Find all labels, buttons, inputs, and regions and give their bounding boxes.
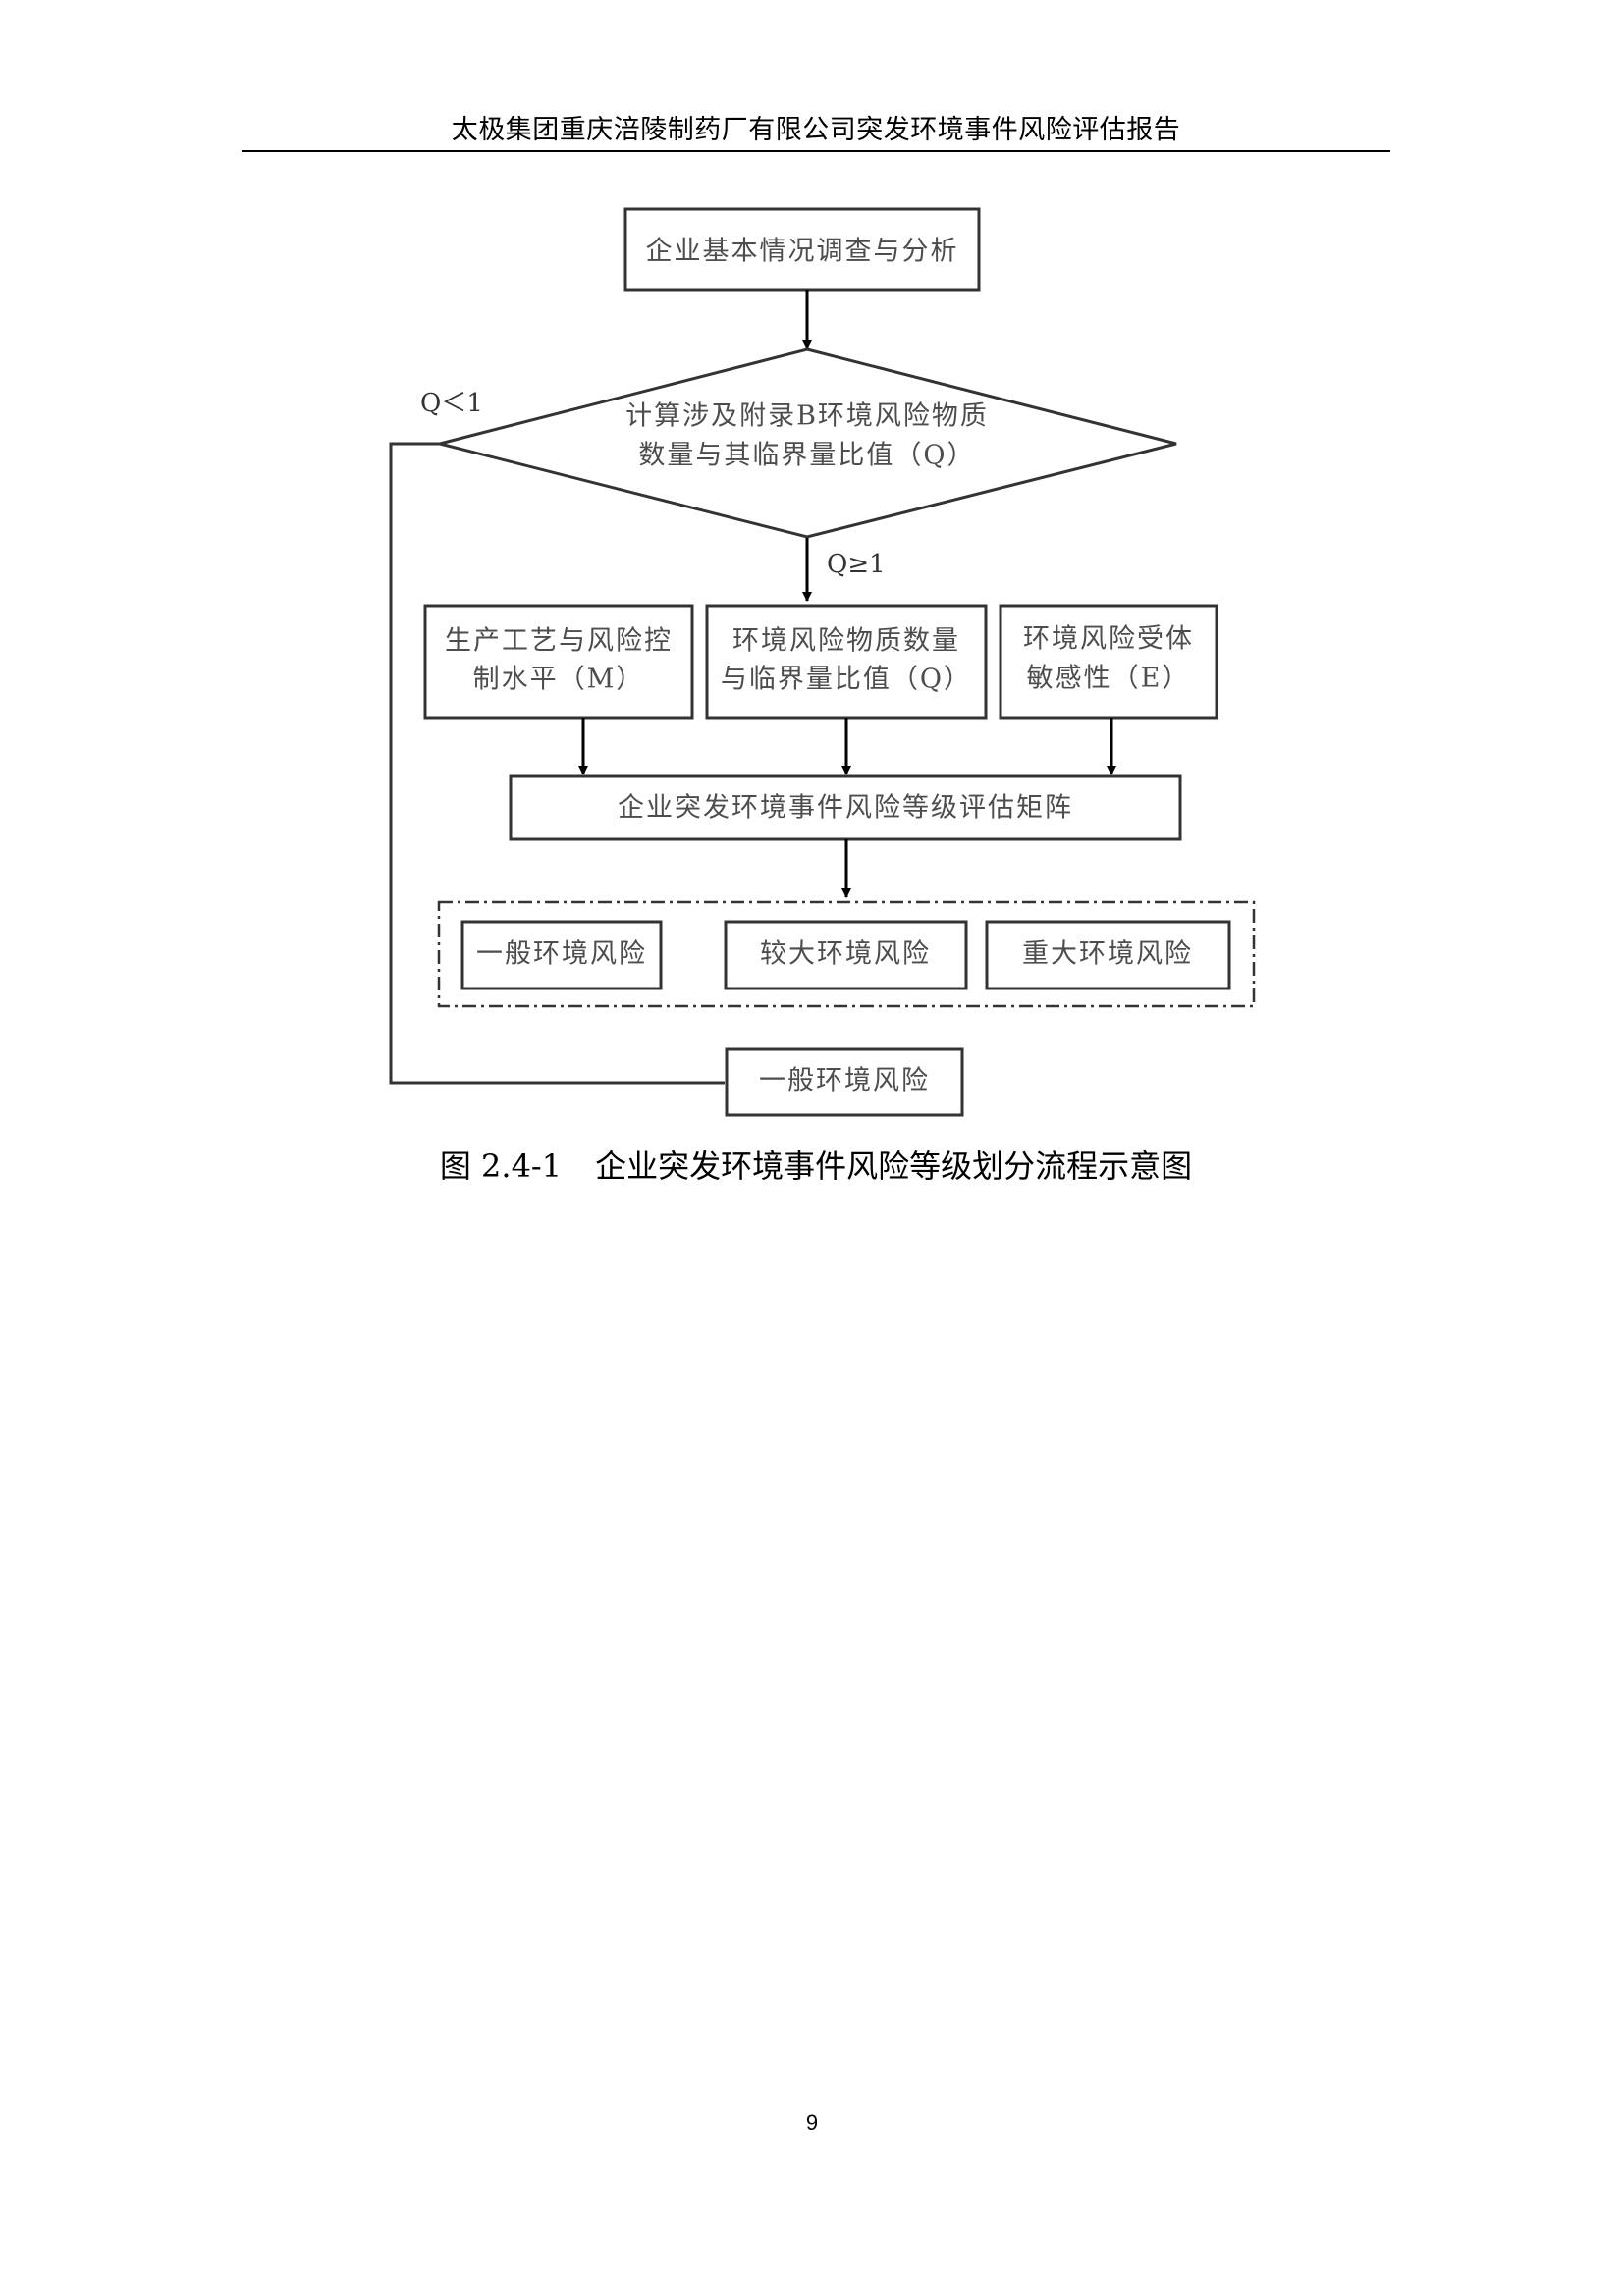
condition-q-less-than-1: Q＜1 <box>420 389 483 418</box>
decision-diamond <box>439 347 1177 539</box>
matrix-box-label: 企业突发环境事件风险等级评估矩阵 <box>618 793 1073 824</box>
figure-caption: 图 2.4-1 企业突发环境事件风险等级划分流程示意图 <box>242 1147 1390 1186</box>
bypass-path-line <box>389 442 725 1085</box>
risk-classification-flowchart: 企业基本情况调查与分析 计算涉及附录B环境风险物质 数量与其临界量比值（Q） Q… <box>389 207 1256 1117</box>
factor-box-q <box>705 604 988 720</box>
page-number: 9 <box>805 2110 819 2135</box>
factor-box-m <box>423 604 694 720</box>
decision-label-line1: 计算涉及附录B环境风险物质 <box>625 401 989 432</box>
factor-q-line1: 环境风险物质数量 <box>732 626 960 657</box>
factor-box-e <box>999 604 1218 720</box>
bypass-result-box <box>725 1047 964 1117</box>
condition-q-ge-1: Q≥1 <box>827 550 886 579</box>
level-box-major <box>985 920 1231 990</box>
level-major-label: 重大环境风险 <box>1022 939 1193 970</box>
page-header: 太极集团重庆涪陵制药厂有限公司突发环境事件风险评估报告 <box>451 115 1181 145</box>
factor-e-line1: 环境风险受体 <box>1023 624 1194 655</box>
matrix-box <box>509 774 1182 841</box>
level-box-larger <box>724 920 968 990</box>
start-box-label: 企业基本情况调查与分析 <box>646 237 959 267</box>
figure-caption-text: 企业突发环境事件风险等级划分流程示意图 <box>595 1148 1193 1185</box>
risk-level-group <box>437 900 1256 1008</box>
start-box <box>623 207 981 292</box>
level-larger-label: 较大环境风险 <box>760 939 931 970</box>
bypass-result-label: 一般环境风险 <box>759 1066 930 1096</box>
factor-q-line2: 与临界量比值（Q） <box>721 665 972 695</box>
figure-caption-number: 图 2.4-1 <box>439 1148 563 1185</box>
factor-m-line2: 制水平（M） <box>473 665 645 695</box>
factor-e-line2: 敏感性（E） <box>1027 664 1191 694</box>
level-general-label: 一般环境风险 <box>476 939 647 970</box>
level-box-general <box>460 920 663 990</box>
factor-m-line1: 生产工艺与风险控 <box>445 626 673 657</box>
decision-label-line2: 数量与其临界量比值（Q） <box>638 441 975 471</box>
header-rule <box>242 150 1390 152</box>
